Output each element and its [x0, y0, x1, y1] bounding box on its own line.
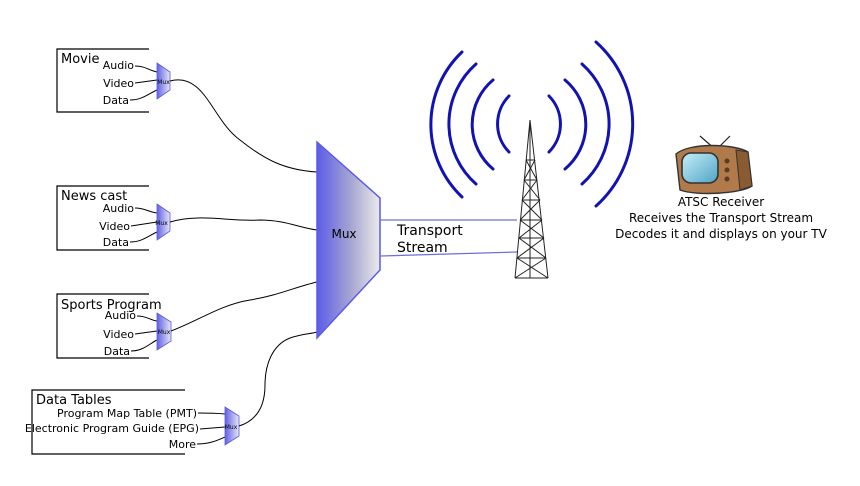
stream-label: Audio [103, 59, 135, 72]
receiver-title: ATSC Receiver [678, 195, 764, 209]
source-datatables [31, 389, 185, 455]
stream-label: More [169, 438, 197, 451]
stream-label: Data [103, 236, 129, 249]
stream-label: Audio [103, 202, 135, 215]
source-movie-bracket [56, 48, 149, 113]
transport-stream-lines [379, 219, 518, 257]
tower-icon [514, 119, 549, 279]
source-sports-bracket [56, 293, 149, 359]
main-mux: Mux [316, 140, 381, 340]
transport-label-line2: Stream [397, 240, 448, 256]
transport-label-line1: Transport [396, 223, 463, 239]
source-newscast-bracket [56, 185, 149, 251]
radio-waves-icon [429, 40, 635, 208]
small-mux-label: Mux [155, 220, 168, 227]
stream-label: Data [103, 94, 129, 107]
small-mux-sports: Mux [156, 312, 172, 351]
source-title: Sports Program [61, 298, 162, 313]
small-mux-movie: Mux [156, 62, 171, 100]
small-mux-label: Mux [225, 424, 238, 431]
source-title: News cast [61, 189, 127, 204]
stream-label: Video [103, 328, 134, 341]
receiver-line3: Decodes it and displays on your TV [615, 227, 827, 241]
mux-connectors [169, 79, 318, 427]
receiver-line2: Receives the Transport Stream [629, 211, 813, 225]
stream-label: Electronic Program Guide (EPG) [25, 422, 199, 435]
source-datatables-bracket [31, 389, 185, 455]
input-connectors [129, 65, 226, 445]
source-sports [56, 293, 149, 359]
small-mux-newscast: Mux [155, 203, 171, 241]
stream-label: Program Map Table (PMT) [57, 407, 197, 420]
stream-label: Audio [105, 309, 137, 322]
small-mux-label: Mux [157, 79, 170, 86]
small-mux-datatables: Mux [224, 406, 240, 446]
small-mux-label: Mux [158, 329, 171, 336]
source-title: Movie [61, 52, 99, 67]
source-title: Data Tables [36, 393, 112, 408]
stream-label: Video [103, 77, 134, 90]
source-newscast [56, 185, 149, 251]
stream-label: Video [99, 220, 130, 233]
tv-icon [675, 135, 753, 195]
main-mux-label: Mux [331, 227, 356, 241]
source-movie [56, 48, 149, 113]
stream-label: Data [104, 345, 130, 358]
